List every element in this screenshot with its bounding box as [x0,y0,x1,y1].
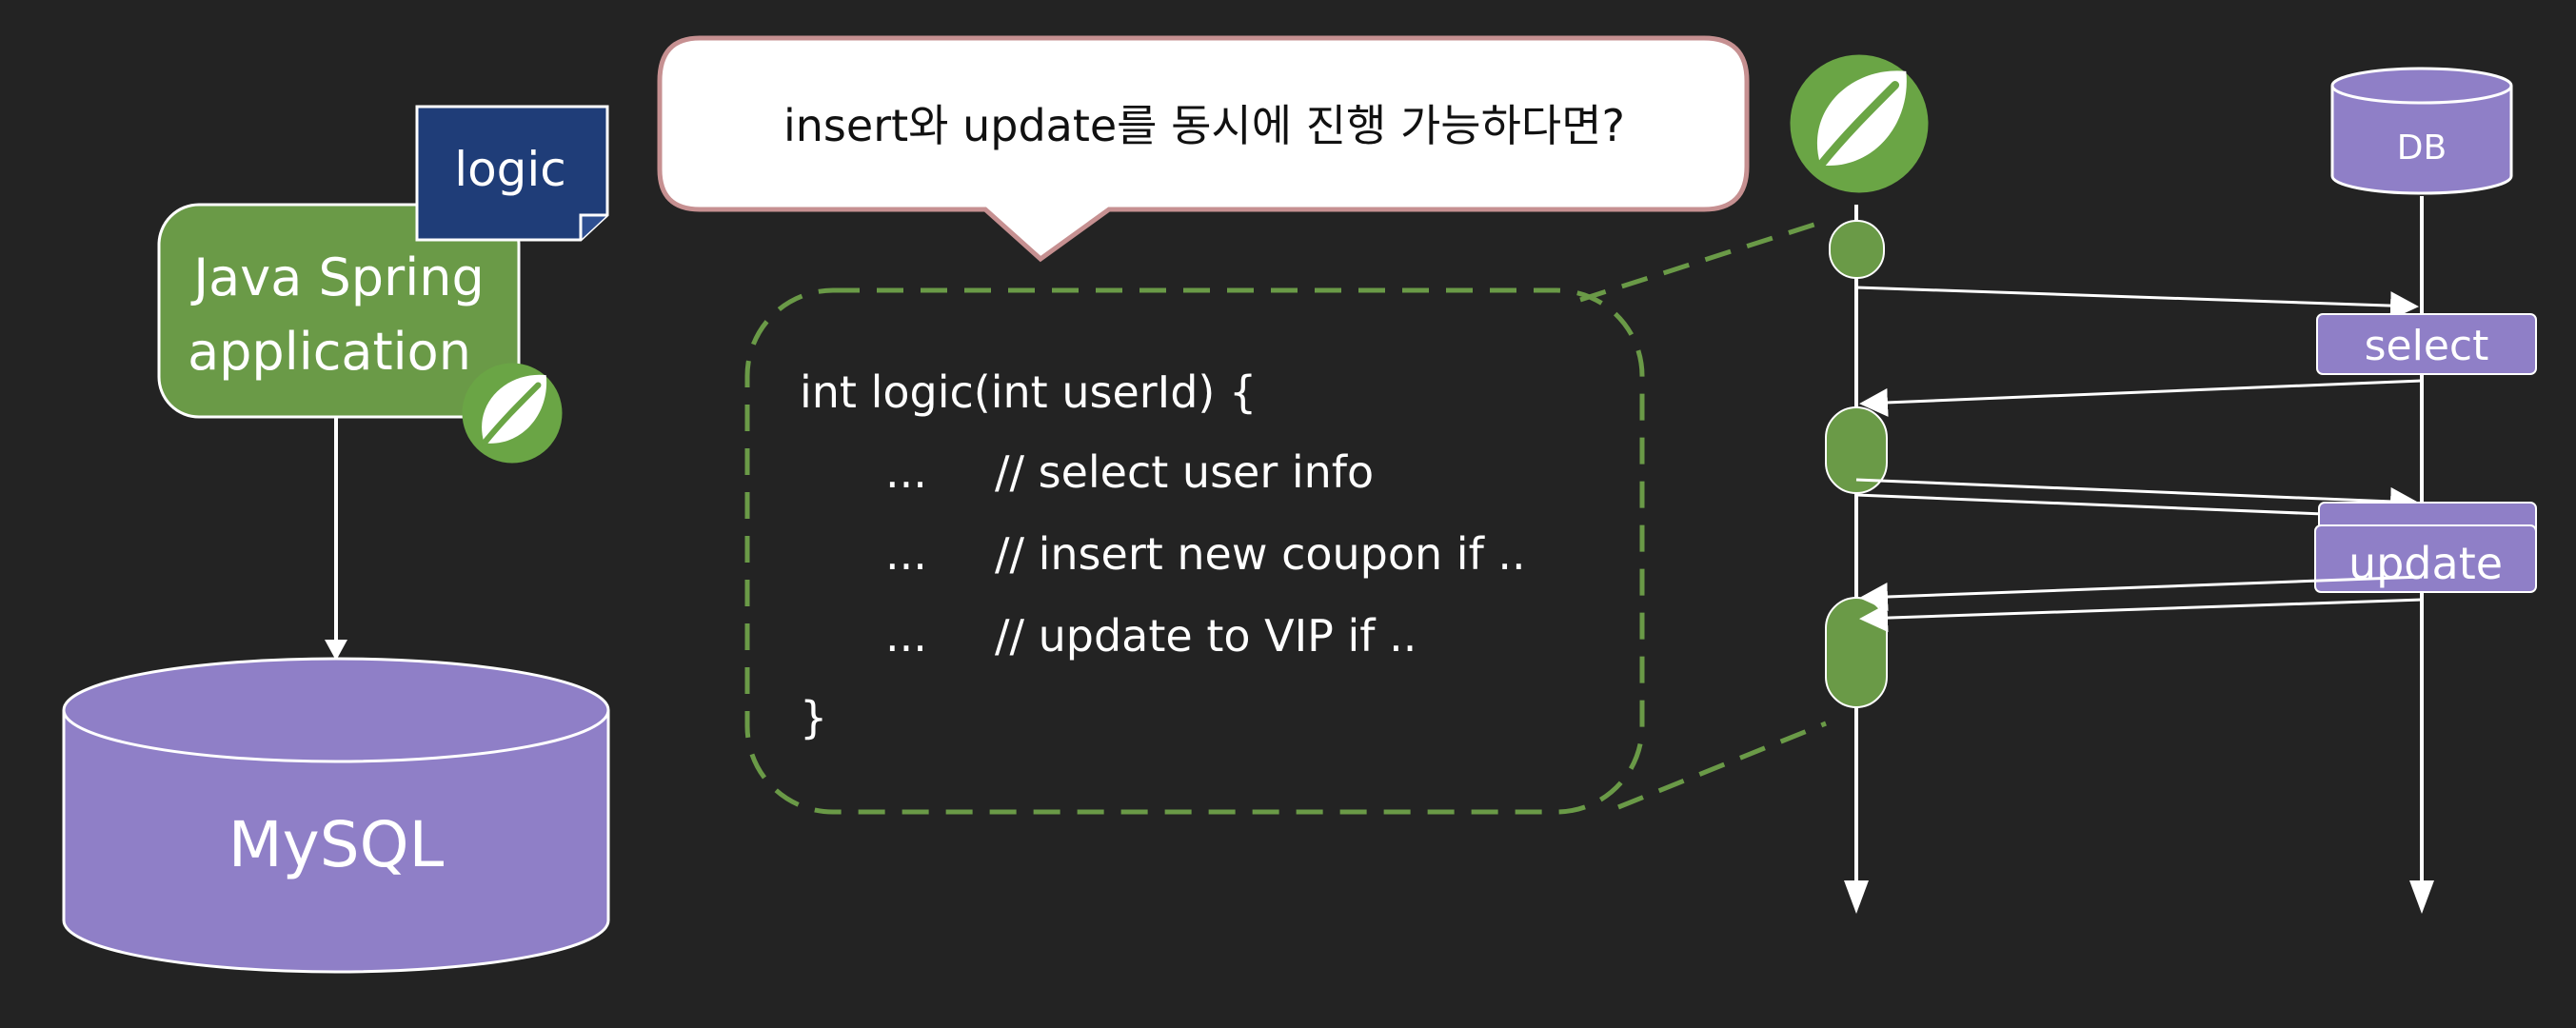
app-label-line1: Java Spring [190,247,485,307]
db-lifeline-header: DB [2330,67,2513,195]
activation-2 [1825,406,1888,494]
db-header-label: DB [2397,128,2447,168]
update-label: update [2348,538,2503,589]
select-box [2316,313,2537,375]
insert-request-arrow [1855,478,2419,516]
code-ellipsis-3: ... [885,610,927,662]
app-to-db-arrowhead [325,640,347,661]
db-lifeline-arrowhead [2409,880,2434,914]
code-ellipsis-2: ... [885,528,927,580]
code-line-signature: int logic(int userId) { [800,366,1257,418]
select-response-arrow [1859,379,2423,417]
logic-note: logic [415,105,609,242]
code-dashed-border [744,287,1645,815]
question-text: insert와 update를 동시에 진행 가능하다면? [783,100,1625,151]
activation-1 [1829,220,1885,279]
spring-lifeline-arrowhead [1844,880,1869,914]
sequence-diagram: DB select update [1791,54,2537,914]
zoom-line-top [1579,218,1827,303]
spring-application-box [157,203,521,419]
code-zoom-box: int logic(int userId) { ... // select us… [744,218,1827,815]
code-comment-update: // update to VIP if .. [995,610,1417,662]
mysql-label: MySQL [228,808,445,881]
insert-response-arrow [1859,575,2423,611]
update-box [2314,524,2537,593]
spring-lifeline-icon [1791,54,1929,192]
code-closing-brace: } [800,692,827,743]
select-request-arrow [1855,286,2419,321]
app-label-line2: application [188,322,471,382]
code-ellipsis-1: ... [885,446,927,498]
question-bubble: insert와 update를 동시에 진행 가능하다면? [657,35,1750,263]
code-comment-select: // select user info [995,446,1374,498]
spring-application-group: Java Spring application logic MySQL [62,105,610,974]
code-comment-insert: // insert new coupon if .. [995,528,1526,580]
spring-leaf-icon [463,364,563,464]
select-label: select [2365,322,2489,370]
zoom-line-bottom [1617,721,1827,810]
activation-3 [1825,597,1888,708]
update-response-arrow [1859,598,2423,633]
mysql-database: MySQL [62,657,610,974]
logic-note-label: logic [454,142,566,197]
